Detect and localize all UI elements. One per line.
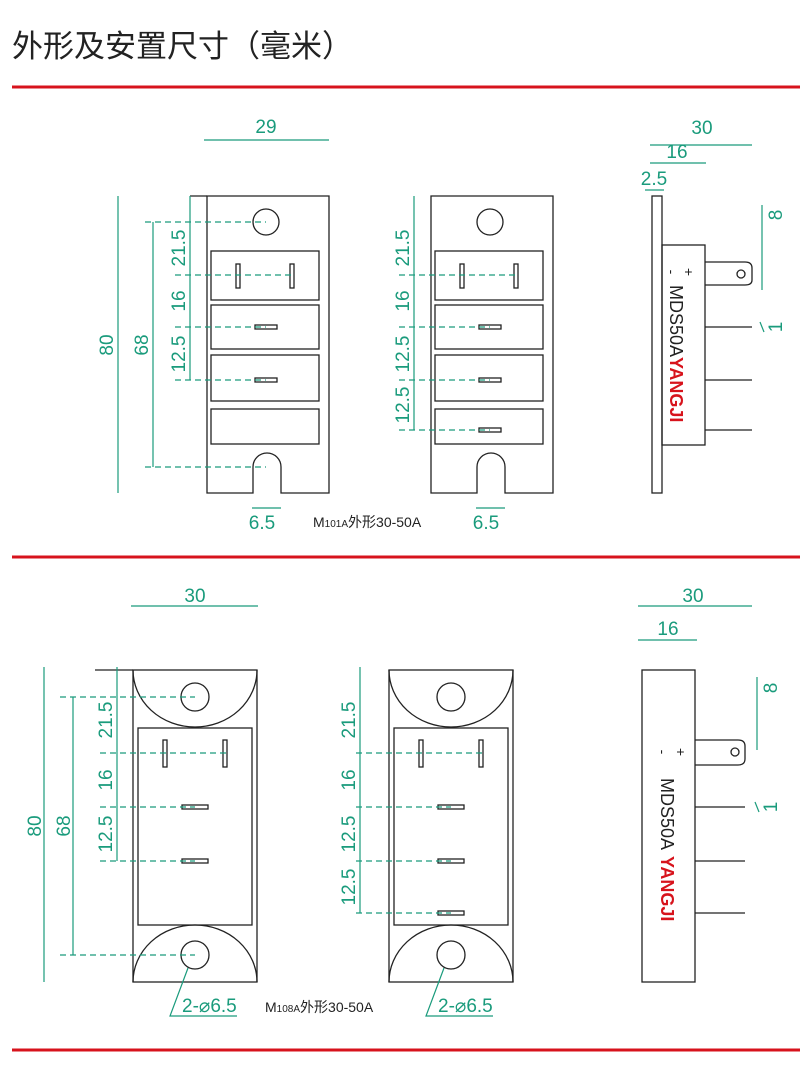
side-dim-tab: 8 [766,210,787,221]
dim-d4: 12.5 [339,869,360,906]
side-dim-body: 16 [657,619,678,640]
dim-hole: 2-⌀6.5 [182,996,237,1017]
dim-slot: 6.5 [473,513,499,534]
m101a-front-view-right: 21.5 16 12.5 12.5 6.5 [393,195,554,534]
minus-sign: - [664,270,680,275]
plus-sign: + [681,268,697,276]
dim-hole-pitch: 68 [132,334,153,355]
side-dim-pin: 1 [761,802,782,813]
side-dim-pin: 1 [766,322,787,333]
side-dim-tab: 8 [761,683,782,694]
dim-d2: 16 [96,769,117,790]
minus-sign: - [655,750,671,755]
dim-d2: 16 [393,290,414,311]
dim-total-height: 80 [25,815,46,836]
dim-d4: 12.5 [393,387,414,424]
side-dim-width: 30 [682,586,703,607]
m101a-front-view-left: 80 68 21.5 16 12.5 29 6.5 [97,117,330,534]
dim-hole-pitch: 68 [54,815,75,836]
side-dim-width: 30 [691,118,712,139]
dim-d1: 21.5 [393,230,414,267]
side-dim-plate: 2.5 [641,169,667,190]
dim-d1: 21.5 [339,702,360,739]
dim-d1: 21.5 [169,230,190,267]
dim-d2: 16 [339,769,360,790]
dim-total-height: 80 [97,334,118,355]
m108a-side-view: + - MDS50AYANGJI 30 16 8 1 [638,586,782,983]
m108a-front-view-left: 80 68 21.5 16 12.5 30 2-⌀6.5 [25,586,258,1017]
dim-d1: 21.5 [96,702,117,739]
dim-width: 29 [255,117,276,138]
caption-m101a: M101A外形30-50A [313,514,422,530]
dim-d3: 12.5 [169,336,190,373]
dim-slot: 6.5 [249,513,275,534]
m101a-side-view: + - MDS50AYANGJI 30 16 2.5 8 1 [641,118,787,494]
model-label: MDS50AYANGJI [657,778,677,921]
page-title: 外形及安置尺寸（毫米） [12,29,353,64]
side-dim-body: 16 [666,142,687,163]
m108a-front-view-right: 21.5 16 12.5 12.5 2-⌀6.5 [339,667,514,1017]
dim-d3: 12.5 [96,816,117,853]
dim-d3: 12.5 [339,816,360,853]
dim-hole: 2-⌀6.5 [438,996,493,1017]
dim-width: 30 [184,586,205,607]
dim-d2: 16 [169,290,190,311]
dim-d3: 12.5 [393,336,414,373]
model-label: MDS50AYANGJI [666,285,686,422]
plus-sign: + [673,748,689,756]
caption-m108a: M108A外形30-50A [265,999,374,1015]
